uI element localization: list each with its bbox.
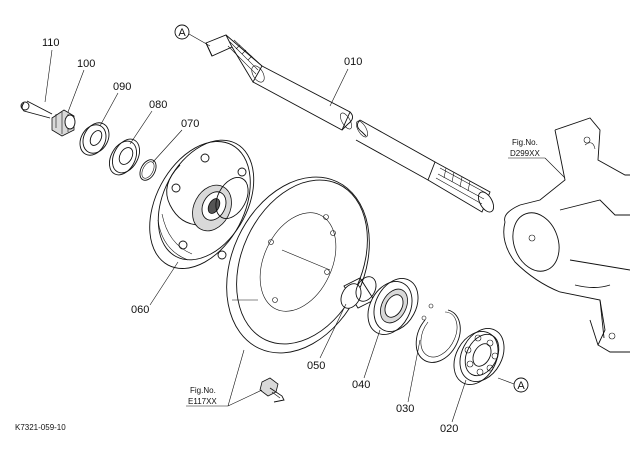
- callout-040: 040: [352, 329, 381, 391]
- washer-080: [108, 138, 141, 176]
- hub-flange: [149, 139, 255, 269]
- svg-text:110: 110: [42, 37, 60, 49]
- svg-text:D299XX: D299XX: [510, 149, 540, 158]
- svg-text:040: 040: [352, 379, 370, 391]
- svg-text:060: 060: [131, 304, 149, 316]
- svg-text:020: 020: [440, 423, 458, 435]
- oil-seal: [367, 278, 419, 335]
- snap-ring: [415, 303, 461, 363]
- svg-text:030: 030: [396, 403, 414, 415]
- svg-text:090: 090: [113, 81, 131, 93]
- svg-text:010: 010: [344, 56, 362, 68]
- callout-110: 110: [42, 37, 60, 103]
- reference-marker-a-bottom: A: [497, 377, 529, 393]
- callout-090: 090: [99, 81, 131, 127]
- svg-text:050: 050: [307, 360, 325, 372]
- svg-text:Fig.No.: Fig.No.: [512, 138, 538, 147]
- callout-100: 100: [67, 58, 95, 113]
- ball-bearing: [453, 328, 505, 385]
- callout-030: 030: [396, 339, 421, 415]
- callout-060: 060: [131, 261, 179, 316]
- callout-050: 050: [307, 303, 347, 372]
- cotter-pin: [20, 100, 53, 119]
- o-ring: [139, 159, 157, 181]
- svg-text:E117XX: E117XX: [188, 397, 217, 406]
- drawing-number: K7321-059-10: [15, 423, 66, 432]
- svg-text:A: A: [517, 380, 525, 392]
- figure-reference-d299xx: Fig.No. D299XX: [508, 138, 566, 179]
- svg-text:A: A: [178, 27, 186, 39]
- callout-070: 070: [152, 118, 199, 163]
- svg-text:070: 070: [181, 118, 199, 130]
- figure-reference-e117xx: Fig.No. E117XX: [186, 349, 263, 407]
- wheel-bolt: [259, 377, 285, 403]
- axle-shaft: [205, 34, 495, 213]
- svg-text:080: 080: [149, 99, 167, 111]
- washer-090: [79, 122, 110, 156]
- callout-020: 020: [440, 379, 467, 435]
- reference-marker-a-top: A: [174, 24, 211, 47]
- callout-080: 080: [129, 99, 167, 145]
- svg-text:Fig.No.: Fig.No.: [190, 386, 216, 395]
- axle-housing: [503, 117, 630, 353]
- callout-010: 010: [329, 56, 362, 107]
- svg-text:100: 100: [77, 58, 95, 70]
- spacer-collar: [340, 276, 377, 309]
- castle-nut: [51, 109, 76, 137]
